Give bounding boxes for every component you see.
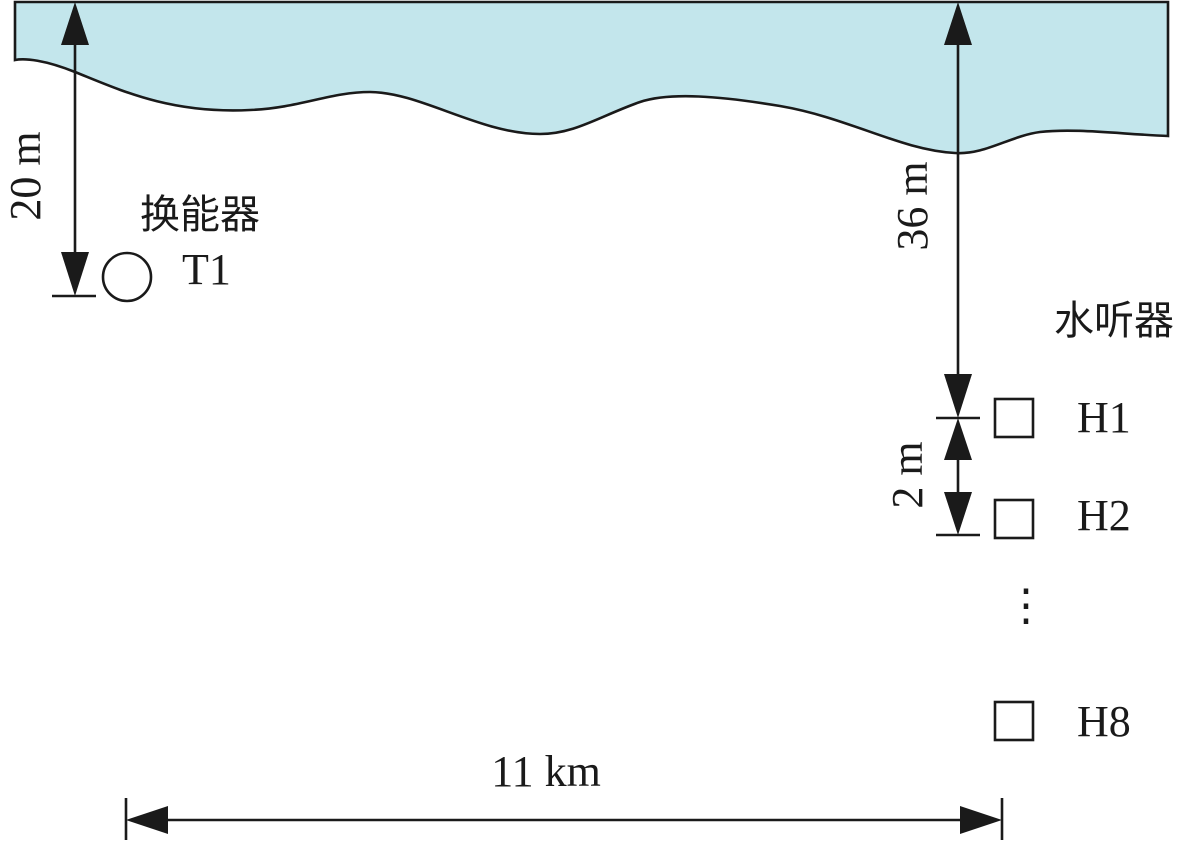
arrow-up-icon xyxy=(944,2,972,45)
hydrophone-spacing-dimension: 2 m xyxy=(883,418,980,537)
hydrophone-id-label: H2 xyxy=(1077,491,1131,540)
arrow-right-icon xyxy=(960,806,1002,834)
horizontal-range-label: 11 km xyxy=(491,747,601,796)
hydrophone-ellipsis: ⋮ xyxy=(1004,581,1048,630)
hydrophone-group-label: 水听器 xyxy=(1054,298,1174,344)
horizontal-range-dimension: 11 km xyxy=(124,747,1004,840)
arrow-up-icon xyxy=(944,418,972,460)
hydrophone-depth-label: 36 m xyxy=(888,161,937,250)
transducer-circle-icon xyxy=(101,251,153,303)
hydrophone-square-icon xyxy=(993,700,1035,742)
hydrophone-depth-dimension: 36 m xyxy=(888,2,980,420)
transducer-id-label: T1 xyxy=(182,245,231,294)
hydrophone-square-icon xyxy=(993,397,1035,439)
arrow-down-icon xyxy=(61,252,89,296)
transducer-depth-label: 20 m xyxy=(1,131,50,220)
water-surface xyxy=(13,0,1170,155)
transducer-group-label: 换能器 xyxy=(140,192,260,238)
hydrophone-spacing-label: 2 m xyxy=(883,441,932,508)
hydrophone-array: 水听器 H1 H2 ⋮ H8 xyxy=(993,298,1174,746)
hydrophone-square-icon xyxy=(993,498,1035,540)
arrow-left-icon xyxy=(126,806,168,834)
arrow-down-icon xyxy=(944,374,972,418)
transducer: 换能器 T1 xyxy=(101,192,260,303)
arrow-down-icon xyxy=(944,492,972,535)
hydrophone-id-label: H1 xyxy=(1077,393,1131,442)
transducer-depth-dimension: 20 m xyxy=(1,2,96,298)
hydrophone-id-label: H8 xyxy=(1077,697,1131,746)
arrow-up-icon xyxy=(61,2,89,45)
